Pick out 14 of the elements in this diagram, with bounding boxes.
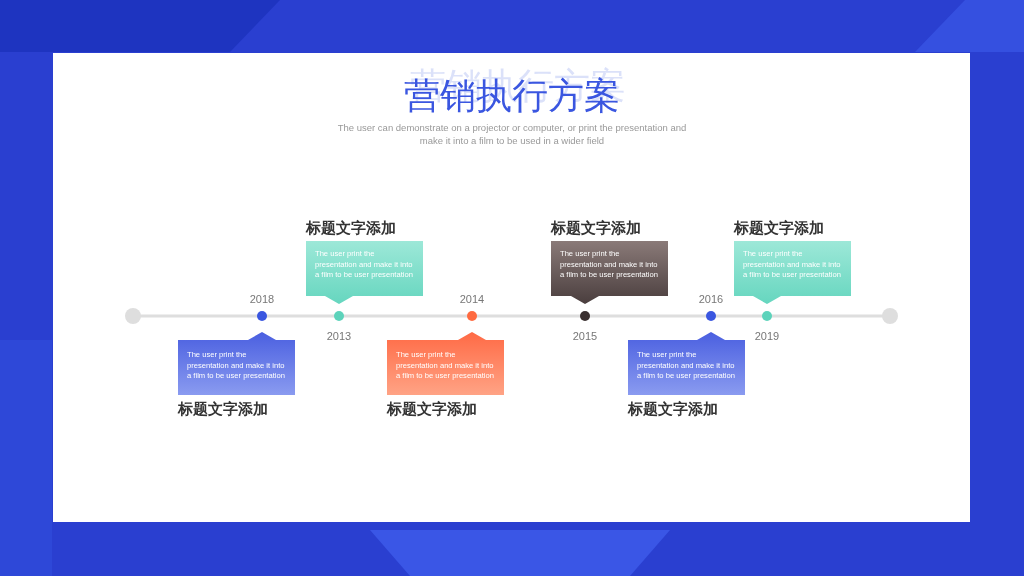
heading: 标题文字添加 (178, 400, 268, 418)
year-label: 2014 (458, 293, 486, 306)
title: 营销执行方案 (403, 74, 621, 118)
heading: 标题文字添加 (551, 219, 641, 237)
year-label: 2013 (325, 330, 353, 343)
heading: 标题文字添加 (387, 400, 477, 418)
year-label: 2016 (697, 293, 725, 306)
heading: 标题文字添加 (306, 219, 396, 237)
year-label: 2015 (571, 330, 599, 343)
heading: 标题文字添加 (628, 400, 718, 418)
year-label: 2019 (753, 330, 781, 343)
subtitle: The user can demonstrate on a projector or computer, or print the presentation and make it into a film to be used in a wider field (336, 121, 688, 147)
heading: 标题文字添加 (734, 219, 824, 237)
year-label: 2018 (248, 293, 276, 306)
